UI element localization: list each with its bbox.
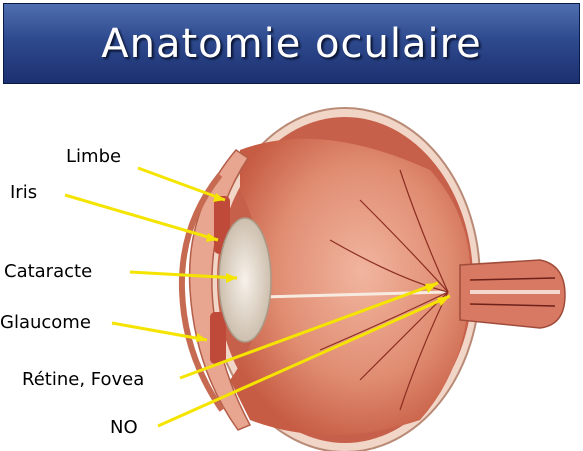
label-iris: Iris [10, 182, 37, 203]
optic-nerve [460, 260, 565, 328]
label-retine-fovea: Rétine, Fovea [22, 369, 144, 390]
label-cataracte: Cataracte [4, 261, 92, 282]
page-title: Anatomie oculaire [101, 21, 482, 67]
label-limbe: Limbe [66, 146, 121, 167]
label-no: NO [110, 417, 138, 438]
title-banner: Anatomie oculaire [3, 3, 580, 84]
label-glaucome: Glaucome [0, 312, 91, 333]
pointer-glaucome [112, 323, 207, 340]
